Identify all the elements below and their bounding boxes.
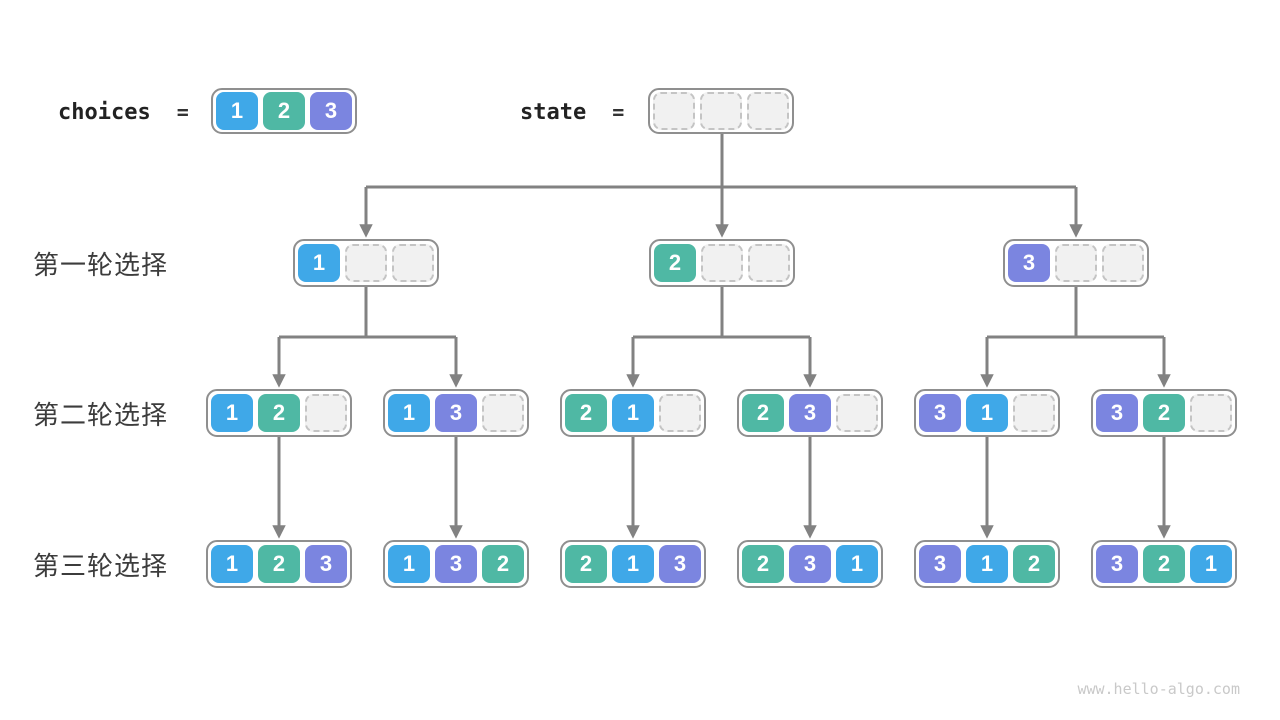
- array-cell: 2: [1013, 545, 1055, 583]
- array-cell: [392, 244, 434, 282]
- state-label: state =: [520, 88, 624, 136]
- array-cell: 3: [919, 394, 961, 432]
- equals-sign: =: [612, 100, 625, 124]
- array-cell: 2: [742, 545, 784, 583]
- state-label-text: state: [520, 99, 587, 125]
- array-cell: 1: [298, 244, 340, 282]
- array-cell: 1: [216, 92, 258, 130]
- array-cell: [700, 92, 742, 130]
- array-cell: 3: [1096, 394, 1138, 432]
- array-cell: 3: [305, 545, 347, 583]
- node-213: 2 1 3: [560, 540, 706, 588]
- node-23: 2 3: [737, 389, 883, 437]
- array-cell: [305, 394, 347, 432]
- array-cell: 2: [565, 394, 607, 432]
- node-231: 2 3 1: [737, 540, 883, 588]
- node-3: 3: [1003, 239, 1149, 287]
- array-cell: [653, 92, 695, 130]
- array-cell: [345, 244, 387, 282]
- array-cell: 2: [1143, 394, 1185, 432]
- array-cell: [1190, 394, 1232, 432]
- array-cell: 3: [1096, 545, 1138, 583]
- array-cell: 3: [310, 92, 352, 130]
- choices-array: 1 2 3: [211, 88, 357, 134]
- array-cell: 1: [966, 545, 1008, 583]
- array-cell: 1: [211, 545, 253, 583]
- state-array: [648, 88, 794, 134]
- array-cell: 1: [966, 394, 1008, 432]
- array-cell: 1: [612, 394, 654, 432]
- array-cell: [701, 244, 743, 282]
- node-12: 1 2: [206, 389, 352, 437]
- array-cell: 3: [789, 545, 831, 583]
- array-cell: 1: [836, 545, 878, 583]
- array-cell: 1: [211, 394, 253, 432]
- array-cell: 3: [1008, 244, 1050, 282]
- node-2: 2: [649, 239, 795, 287]
- node-123: 1 2 3: [206, 540, 352, 588]
- round-2-label: 第二轮选择: [33, 399, 169, 430]
- array-cell: 2: [1143, 545, 1185, 583]
- node-312: 3 1 2: [914, 540, 1060, 588]
- array-cell: 1: [612, 545, 654, 583]
- equals-sign: =: [176, 100, 189, 124]
- array-cell: 3: [435, 545, 477, 583]
- array-cell: [1102, 244, 1144, 282]
- node-13: 1 3: [383, 389, 529, 437]
- array-cell: [836, 394, 878, 432]
- array-cell: 2: [654, 244, 696, 282]
- array-cell: 2: [742, 394, 784, 432]
- watermark: www.hello-algo.com: [1077, 680, 1240, 698]
- round-3-label: 第三轮选择: [33, 550, 169, 581]
- array-cell: [1055, 244, 1097, 282]
- array-cell: [1013, 394, 1055, 432]
- choices-label-text: choices: [58, 99, 151, 125]
- array-cell: 3: [919, 545, 961, 583]
- node-132: 1 3 2: [383, 540, 529, 588]
- array-cell: 3: [789, 394, 831, 432]
- node-32: 3 2: [1091, 389, 1237, 437]
- array-cell: [747, 92, 789, 130]
- array-cell: [659, 394, 701, 432]
- array-cell: [482, 394, 524, 432]
- node-31: 3 1: [914, 389, 1060, 437]
- array-cell: 1: [388, 545, 430, 583]
- array-cell: 3: [659, 545, 701, 583]
- array-cell: 1: [1190, 545, 1232, 583]
- array-cell: 2: [482, 545, 524, 583]
- array-cell: 2: [258, 545, 300, 583]
- array-cell: [748, 244, 790, 282]
- array-cell: 1: [388, 394, 430, 432]
- choices-label: choices =: [58, 88, 189, 136]
- array-cell: 2: [263, 92, 305, 130]
- array-cell: 2: [258, 394, 300, 432]
- node-321: 3 2 1: [1091, 540, 1237, 588]
- round-1-label: 第一轮选择: [33, 249, 169, 280]
- array-cell: 2: [565, 545, 607, 583]
- node-1: 1: [293, 239, 439, 287]
- array-cell: 3: [435, 394, 477, 432]
- node-21: 2 1: [560, 389, 706, 437]
